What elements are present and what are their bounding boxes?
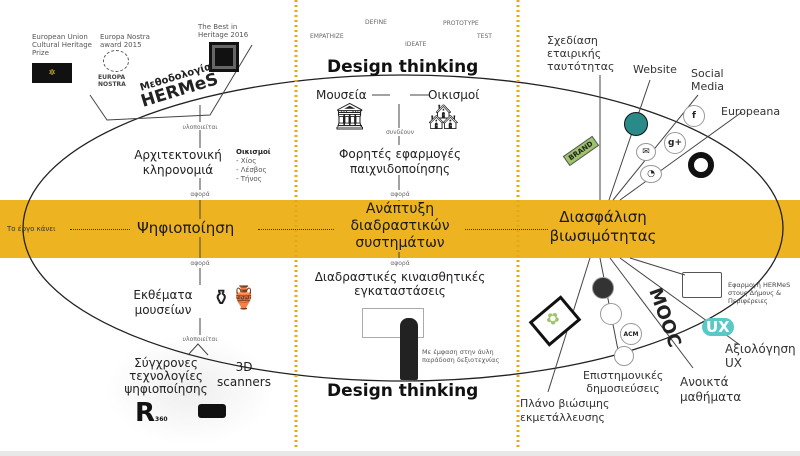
implemented-label: υλοποιείται <box>182 336 218 343</box>
implemented-label: υλοποιείται <box>182 124 218 131</box>
interactive-screen-icon <box>362 308 424 338</box>
ux-logo: UX <box>702 318 734 336</box>
globe-icon <box>624 112 648 136</box>
website-label: Website <box>633 63 677 76</box>
dotted-connector <box>465 229 550 230</box>
open-courses-label: Ανοικτά μαθήματα <box>680 375 742 404</box>
project-does-label: Το έργο κάνει <box>7 225 56 233</box>
architectural-heritage: Αρχιτεκτονική κληρονομιά <box>134 148 222 177</box>
ux-evaluation-label: Αξιολόγηση UX <box>725 342 796 370</box>
connect-label: συνδέουν <box>385 129 415 136</box>
step-define: DEFINE <box>365 19 387 26</box>
museum-exhibits: Εκθέματα μουσείων <box>133 288 193 317</box>
design-thinking-steps: EMPATHIZE DEFINE IDEATE PROTOTYPE TEST <box>305 5 510 60</box>
concerns-label: αφορά <box>190 260 210 267</box>
settlement-chios: - Χίος <box>236 157 257 165</box>
settlements-title: Οικισμοί <box>236 148 271 156</box>
europa-nostra-logo-icon <box>103 50 129 72</box>
houses-icon: 🏘 <box>428 103 459 131</box>
ellipse-outline <box>22 74 784 382</box>
publication-logo-icon <box>600 303 622 325</box>
step-test: TEST <box>477 33 492 40</box>
museum-artifacts-icon: ⚱🏺 <box>212 286 258 311</box>
emphasis-note: Με έμφαση στην άυλη παράδοση δεξιοτεχνία… <box>422 348 500 364</box>
best-in-heritage-label: The Best in Heritage 2016 <box>198 23 249 39</box>
facebook-icon: f <box>683 105 705 127</box>
hermes-app-label: Εφαρμογή HERMeS στους Δήμους & Περιφέρει… <box>728 281 791 305</box>
r360-letter: R <box>135 398 156 428</box>
concerns-label: αφορά <box>390 260 410 267</box>
step-ideate: IDEATE <box>405 41 427 48</box>
settlements-label: Οικισμοί <box>428 88 480 102</box>
google-plus-icon: g+ <box>664 132 686 154</box>
dotted-connector <box>258 229 338 230</box>
digitization-label: Ψηφιοποίηση <box>134 219 238 237</box>
corporate-identity-label: Σχεδίαση εταιρικής ταυτότητας <box>547 34 615 73</box>
europeana-logo-icon <box>688 152 714 178</box>
museum-building-icon: 🏛 <box>333 102 367 132</box>
concerns-label: αφορά <box>390 191 410 198</box>
development-label: Ανάπτυξη διαδραστικών συστημάτων <box>335 201 465 252</box>
best-in-heritage-logo-icon <box>209 42 239 72</box>
r360-logo-icon: R360 <box>135 398 168 428</box>
europeana-label: Europeana <box>721 105 781 118</box>
publications-label: Επιστημονικές δημοσιεύσεις <box>583 369 664 395</box>
interactive-installations: Διαδραστικές κιναισθητικές εγκαταστάσεις <box>314 270 486 298</box>
step-prototype: PROTOTYPE <box>443 20 479 27</box>
publication-logo-icon <box>614 346 634 366</box>
europa-nostra-logo-text: EUROPA NOSTRA <box>98 74 126 88</box>
concerns-label: αφορά <box>190 191 210 198</box>
museums-label: Μουσεία <box>316 88 367 102</box>
europa-nostra-label: Europa Nostra award 2015 <box>100 33 150 49</box>
scanner-icon <box>198 404 226 418</box>
publication-logo-icon <box>592 277 614 299</box>
settlement-lesvos: - Λέσβος <box>236 166 267 174</box>
eu-flag-icon: ✲ <box>32 63 72 83</box>
design-thinking-top: Design thinking <box>327 57 479 77</box>
devices-icon <box>682 272 722 298</box>
person-icon <box>400 318 418 380</box>
footer-strip <box>0 451 800 456</box>
3d-scanners: 3D scanners <box>217 360 271 389</box>
rss-icon: ◔ <box>640 165 662 183</box>
mobile-gamification-apps: Φορητές εφαρμογές παιχνιδοποίησης <box>338 147 462 176</box>
settlement-tinos: - Τήνος <box>236 175 262 183</box>
sustainability-label: Διασφάλιση βιωσιμότητας <box>548 208 658 246</box>
mail-icon: ✉ <box>636 143 656 161</box>
step-empathize: EMPATHIZE <box>310 33 344 40</box>
social-media-label: Social Media <box>691 67 725 93</box>
exploitation-plan-label: Πλάνο βιώσιμης εκμετάλλευσης <box>520 397 610 424</box>
design-thinking-bottom: Design thinking <box>327 381 479 401</box>
settlements-list: Οικισμοί - Χίος - Λέσβος - Τήνος <box>236 148 271 184</box>
digitization-technologies: Σύγχρονες τεχνολογίες ψηφιοποίησης <box>124 356 208 396</box>
r360-sub: 360 <box>155 416 168 423</box>
eu-prize-label: European Union Cultural Heritage Prize <box>32 33 92 57</box>
dotted-connector <box>70 229 130 230</box>
acm-logo-icon: ACM <box>620 323 642 345</box>
